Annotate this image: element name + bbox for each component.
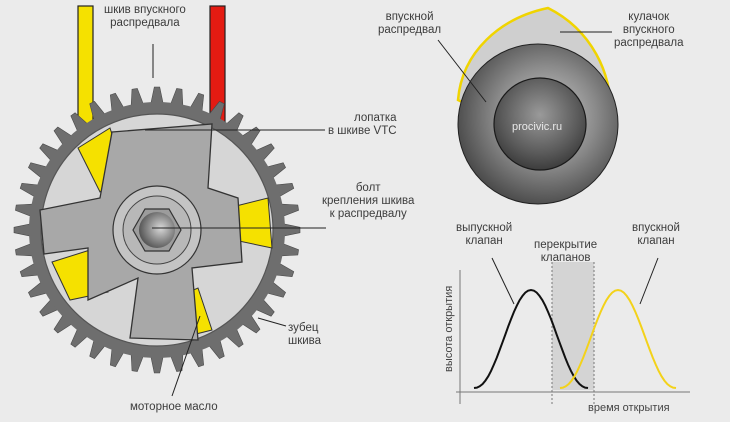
gear-teeth	[13, 86, 301, 374]
label-intake-cam-lobe: кулачок впускного распредвала	[614, 11, 684, 49]
x-axis-label: время открытия	[588, 402, 670, 414]
overlap-band	[552, 262, 594, 390]
watermark: procivic.ru	[512, 121, 563, 133]
leader-lines-graph	[491, 257, 659, 305]
belt-yellow	[77, 5, 94, 137]
gear-tooth	[13, 86, 301, 374]
leader-lines-left	[145, 44, 326, 397]
intake-valve-curve	[559, 288, 677, 389]
label-intake-camshaft: впускной распредвал	[378, 11, 442, 36]
label-pulley-tooth: зубец шкива	[288, 322, 322, 347]
leader-lines-cam	[437, 31, 612, 103]
label-engine-oil: моторное масло	[130, 401, 218, 413]
label-pulley-bolt: болт крепления шкива к распредвалу	[322, 182, 415, 220]
label-exhaust-valve: выпускной клапан	[456, 222, 513, 247]
label-intake-pulley: шкив впускного распредвала	[104, 4, 186, 29]
y-axis-label: высота открытия	[443, 286, 455, 372]
label-vtc-vane: лопатка в шкиве VTC	[328, 112, 397, 137]
label-valve-overlap: перекрытие клапанов	[534, 239, 598, 264]
camshaft-core	[493, 77, 587, 171]
bolt-center	[139, 212, 175, 248]
label-intake-valve: впускной клапан	[632, 222, 680, 247]
exhaust-valve-curve	[473, 288, 589, 389]
